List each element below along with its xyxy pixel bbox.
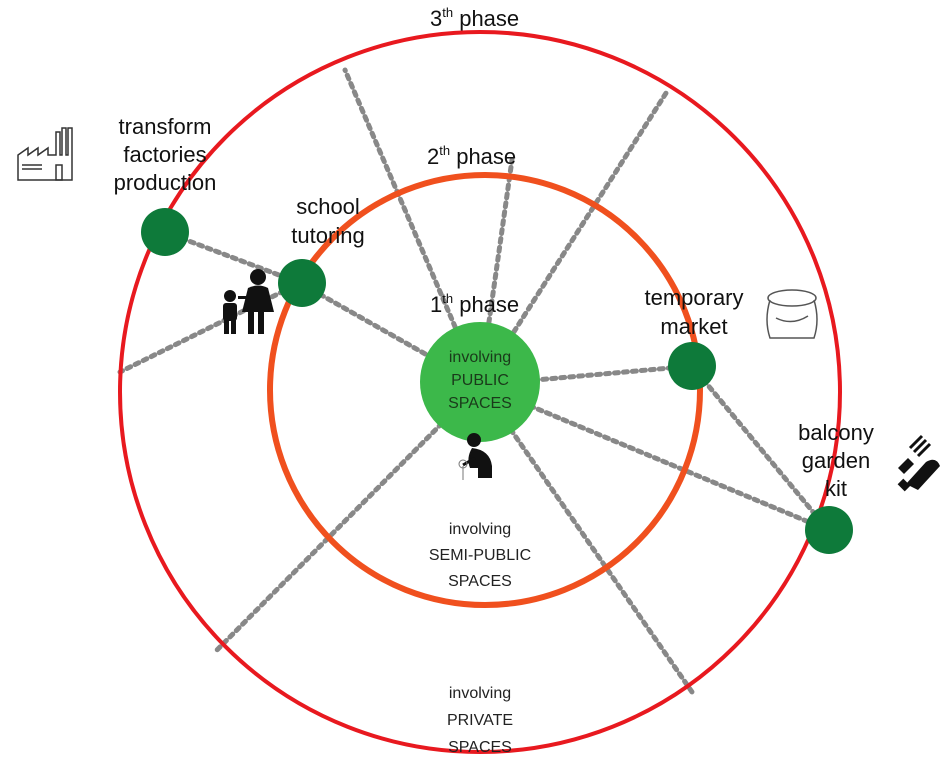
connector-line (212, 382, 483, 655)
school-label-line: school (296, 194, 360, 219)
outer-ring-text: involving PRIVATE SPACES (447, 685, 513, 756)
school-label-line: tutoring (291, 223, 364, 248)
market-label: temporary market (644, 285, 743, 339)
connector-line (477, 382, 695, 695)
middle-phase-ring (267, 172, 703, 608)
gardener-icon (458, 433, 492, 480)
connector-line (689, 363, 831, 533)
outer-text-line: PRIVATE (447, 712, 513, 729)
balcony-label: balcony garden kit (798, 420, 874, 501)
family-icon (223, 269, 274, 334)
middle-ring-text: involving SEMI-PUBLIC SPACES (429, 521, 531, 590)
balcony-label-line: balcony (798, 420, 874, 445)
school-label: school tutoring (291, 194, 364, 248)
factories-label: transform factories production (114, 114, 217, 195)
factories-label-line: factories (123, 142, 206, 167)
middle-text-line: SPACES (448, 573, 512, 590)
factories-label-line: transform (119, 114, 212, 139)
outer-text-line: SPACES (448, 739, 512, 756)
balcony-label-line: garden (802, 448, 871, 473)
middle-text-line: SEMI-PUBLIC (429, 547, 531, 564)
factory-icon (17, 127, 73, 181)
node-market (668, 342, 716, 390)
sack-icon (766, 289, 818, 339)
node-balcony (805, 506, 853, 554)
center-text-line: PUBLIC (451, 372, 509, 389)
market-label-line: temporary (644, 285, 743, 310)
outer-phase-ring (118, 30, 842, 754)
center-ring-text: involving PUBLIC SPACES (448, 349, 512, 412)
phase1-label: 1th phase (430, 291, 519, 317)
connector-line (477, 382, 831, 533)
balcony-label-line: kit (825, 476, 847, 501)
outer-text-line: involving (449, 685, 511, 702)
factories-label-line: production (114, 170, 217, 195)
phase2-label: 2th phase (427, 143, 516, 169)
connector-line (162, 229, 303, 286)
center-public-spaces-circle (420, 322, 540, 442)
phase3-label: 3th phase (430, 5, 519, 31)
center-text-line: involving (449, 349, 511, 366)
center-text-line: SPACES (448, 395, 512, 412)
node-school (278, 259, 326, 307)
middle-text-line: involving (449, 521, 511, 538)
node-factories (141, 208, 189, 256)
market-label-line: market (660, 314, 727, 339)
garden-tools-icon (897, 434, 940, 492)
